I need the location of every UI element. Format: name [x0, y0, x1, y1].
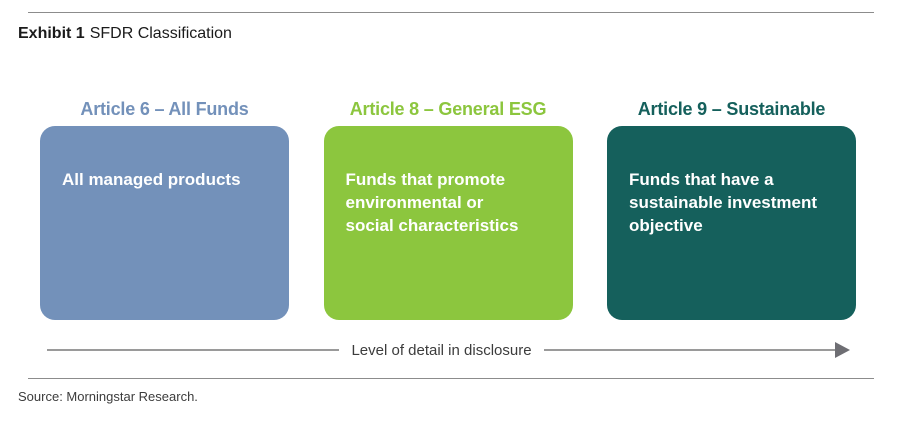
axis-label: Level of detail in disclosure: [351, 341, 532, 359]
card-text-article-8: Funds that promote environmental or soci…: [345, 170, 519, 235]
exhibit-caption: SFDR Classification: [89, 25, 232, 42]
card-text-article-9: Funds that have a sustainable investment…: [629, 170, 818, 235]
axis-line-right: [543, 349, 837, 351]
classification-columns: Article 6 – All Funds All managed produc…: [40, 96, 856, 320]
card-article-9: Funds that have a sustainable investment…: [607, 126, 856, 320]
source-note: Source: Morningstar Research.: [18, 389, 198, 404]
card-text-article-6: All managed products: [62, 170, 241, 189]
card-article-8: Funds that promote environmental or soci…: [323, 126, 573, 320]
exhibit-label: Exhibit 1: [18, 25, 85, 42]
card-article-6: All managed products: [40, 126, 289, 320]
arrow-right-icon: [835, 342, 851, 358]
column-article-6: Article 6 – All Funds All managed produc…: [40, 96, 289, 320]
column-title-article-8: Article 8 – General ESG: [349, 99, 547, 119]
column-title-article-9: Article 9 – Sustainable: [637, 99, 826, 119]
top-divider: [28, 12, 874, 13]
column-title-article-6: Article 6 – All Funds: [80, 99, 249, 119]
axis-line-left: [47, 349, 340, 351]
column-article-9: Article 9 – Sustainable Funds that have …: [607, 96, 856, 320]
bottom-divider: [28, 378, 874, 379]
column-article-8: Article 8 – General ESG Funds that promo…: [323, 96, 573, 320]
disclosure-axis: Level of detail in disclosure: [47, 340, 851, 360]
